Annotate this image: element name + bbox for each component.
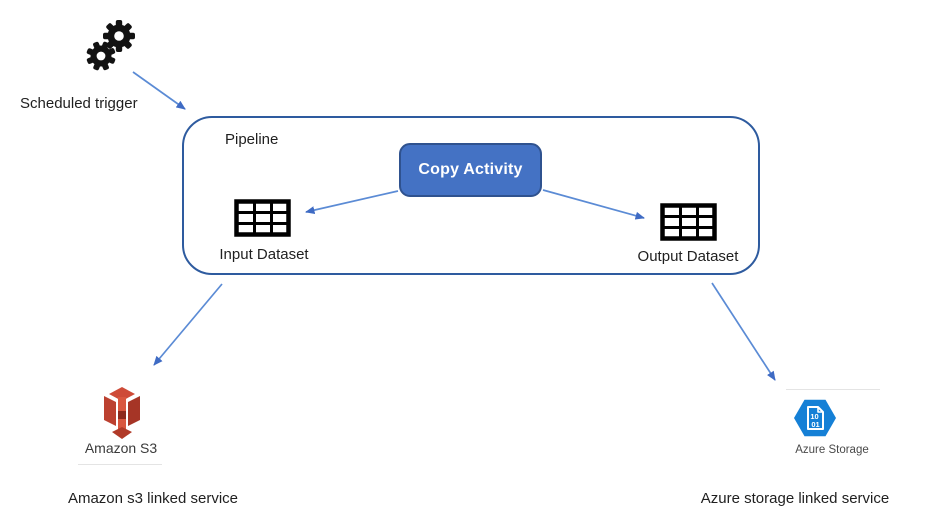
azure-image-edge bbox=[786, 389, 880, 390]
s3-image-edge bbox=[78, 464, 162, 465]
pipeline-container bbox=[182, 116, 760, 275]
gears-icon bbox=[86, 20, 135, 71]
output-dataset-table-icon bbox=[660, 203, 717, 241]
input-dataset-table-icon bbox=[234, 199, 291, 237]
copy-activity-label: Copy Activity bbox=[418, 161, 523, 178]
amazon-s3-icon-caption: Amazon S3 bbox=[84, 440, 158, 456]
input-dataset-label: Input Dataset bbox=[219, 246, 309, 263]
arrow-input-to-amazon-s3 bbox=[153, 283, 223, 366]
azure-icon-digits-top: 10 bbox=[810, 412, 818, 421]
azure-storage-linked-service-label: Azure storage linked service bbox=[700, 490, 890, 507]
amazon-s3-linked-service-label: Amazon s3 linked service bbox=[67, 490, 239, 507]
arrow-output-to-azure-storage bbox=[711, 282, 776, 381]
copy-activity-node: Copy Activity bbox=[399, 143, 542, 197]
pipeline-label: Pipeline bbox=[225, 131, 279, 148]
azure-icon-digits-bottom: 01 bbox=[811, 420, 819, 429]
azure-storage-icon: 10 01 bbox=[794, 399, 836, 437]
scheduled-trigger-label: Scheduled trigger bbox=[20, 95, 138, 112]
output-dataset-label: Output Dataset bbox=[637, 248, 739, 265]
azure-storage-icon-caption: Azure Storage bbox=[795, 444, 869, 456]
amazon-s3-icon bbox=[104, 387, 140, 439]
